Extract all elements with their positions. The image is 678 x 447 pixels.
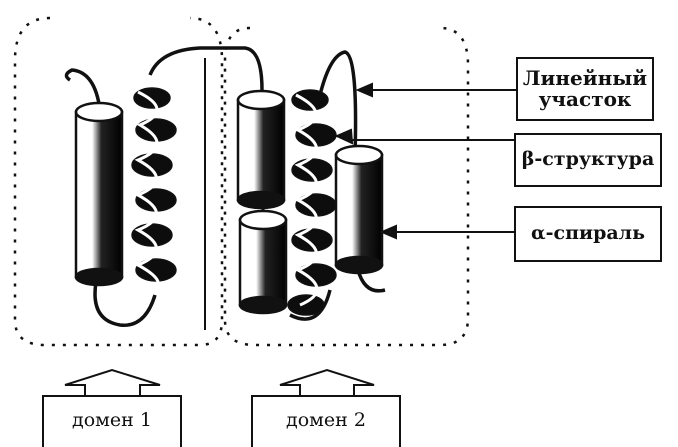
label-beta-structure: β-структура [514,133,662,187]
label-alpha-helix: α-спираль [514,206,662,262]
linear-segment-left-bottom [95,282,155,325]
label-linear-segment: Линейный участок [516,57,654,121]
domain2-arrow [280,370,374,395]
cylinder-domain2-upper [238,91,284,208]
label-domain-2: домен 2 [251,395,401,447]
label-linear-line2: участок [539,89,632,110]
cylinder-domain2-lower [240,200,286,313]
helix-domain1 [132,88,176,295]
cylinder-domain2-right [336,146,382,273]
label-domain-1: домен 1 [42,395,182,447]
cylinder-domain1 [76,103,122,285]
helix-domain2 [288,90,336,315]
label-linear-line1: Линейный [523,68,647,89]
domain1-arrow [65,370,160,395]
